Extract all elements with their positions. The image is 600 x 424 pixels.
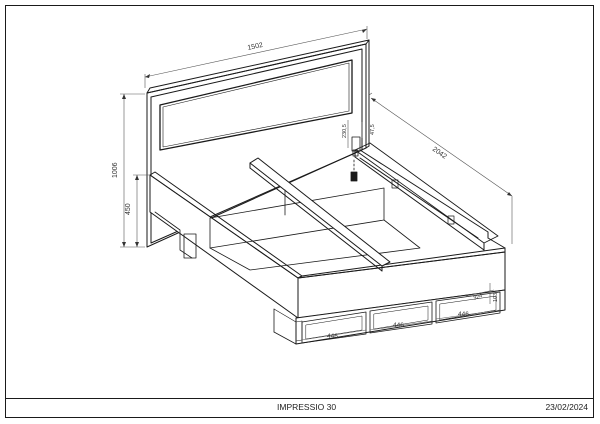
product-name: IMPRESSIO 30 — [277, 402, 337, 412]
height-dimension-label: 1006 — [112, 162, 119, 178]
headboard-panel — [159, 59, 353, 151]
frame-height-dimension-label: 450 — [125, 203, 132, 215]
drawer-2-width-label: 446 — [393, 322, 404, 329]
center-beam — [249, 157, 391, 272]
rail-top-dimension-label: 230,5 — [342, 124, 348, 138]
drawer-depth-label: 324 — [473, 293, 484, 302]
drawer-3-width-label: 446 — [458, 311, 469, 318]
length-dimension-label: 2042 — [431, 146, 448, 161]
drawer-1 — [301, 311, 367, 344]
drawing-frame — [5, 5, 594, 418]
drawer-1-width-label: 446 — [327, 333, 338, 340]
drawing-date: 23/02/2024 — [545, 402, 588, 412]
drawer-height-label: 103 — [493, 293, 499, 302]
drawer-unit — [273, 289, 506, 345]
title-block: IMPRESSIO 30 23/02/2024 — [5, 398, 594, 418]
drawer-2 — [369, 301, 433, 334]
rail-fitting-detail — [350, 136, 361, 182]
drawer-3 — [435, 291, 501, 324]
width-dimension-label: 1502 — [247, 42, 264, 52]
rail-gap-dimension-label: 47,5 — [370, 124, 376, 135]
side-slat-rail — [354, 142, 499, 251]
